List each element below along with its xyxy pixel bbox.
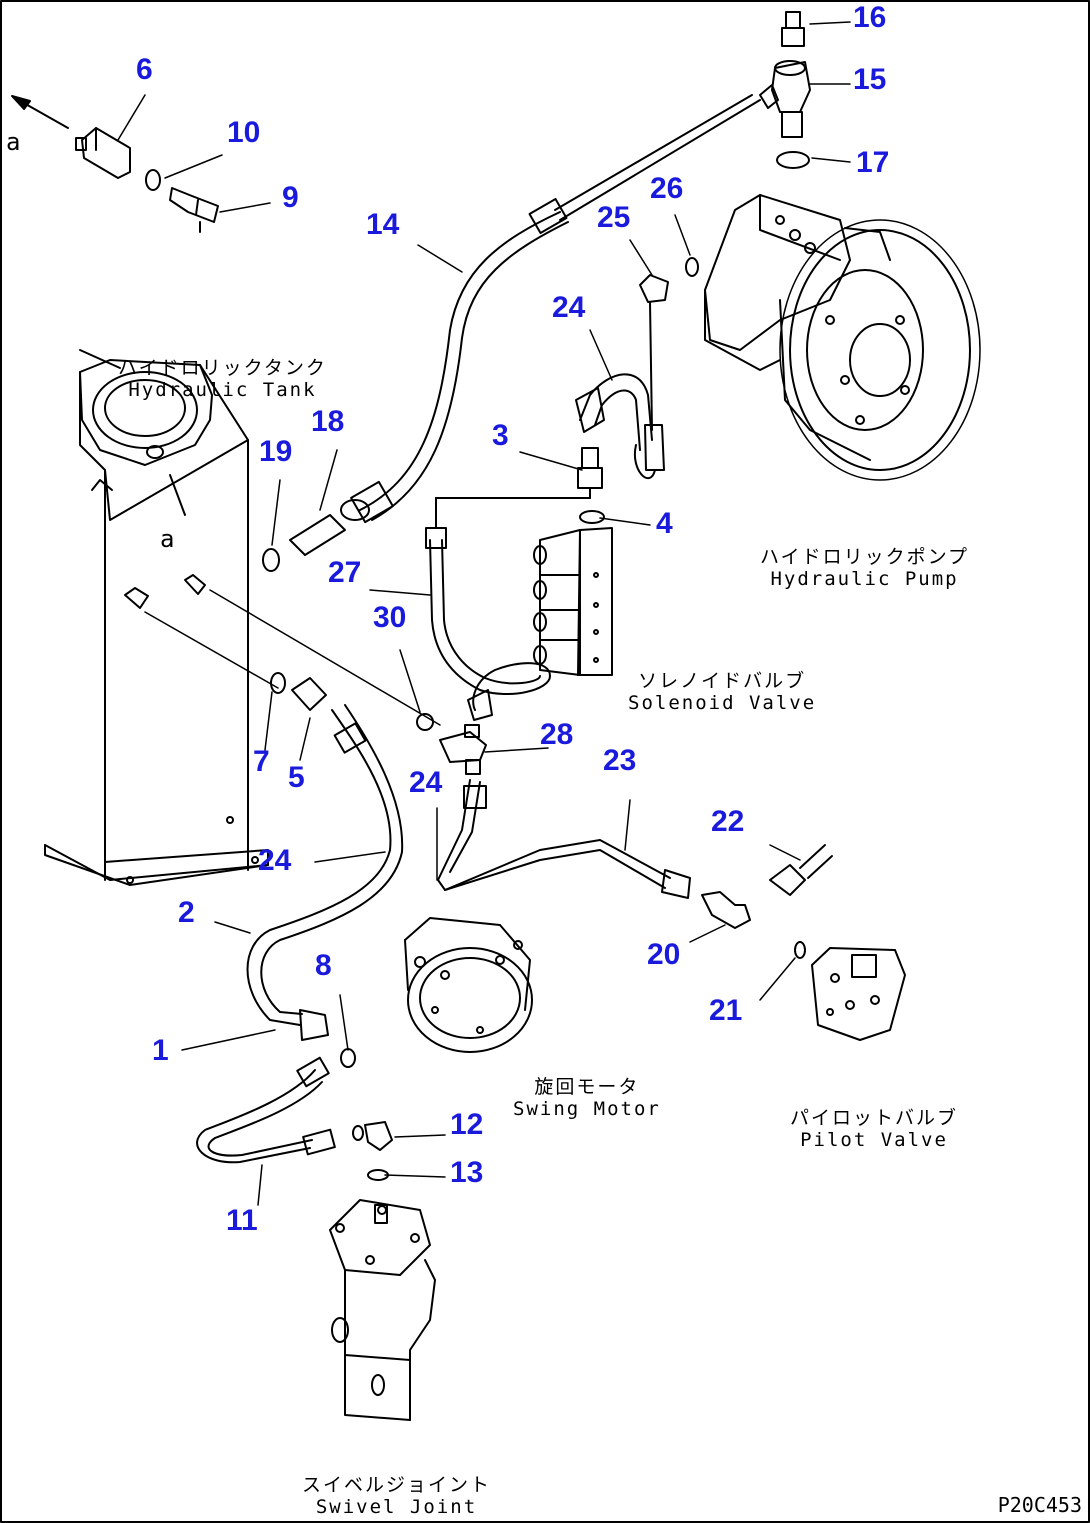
hose-2 xyxy=(246,704,404,1041)
callout-18: 18 xyxy=(311,405,345,438)
part-21-o-ring xyxy=(794,941,806,959)
callout-23: 23 xyxy=(603,744,637,777)
swivel-joint xyxy=(329,1199,436,1421)
callout-3: 3 xyxy=(492,419,509,452)
callout-4: 4 xyxy=(656,507,673,540)
drawing-code: P20C453 xyxy=(997,1493,1082,1517)
hose-23 xyxy=(437,779,691,899)
callout-8: 8 xyxy=(315,949,332,982)
hose-28 xyxy=(425,497,591,721)
callout-17: 17 xyxy=(856,146,890,179)
callout-16: 16 xyxy=(853,1,887,34)
part-7-o-ring xyxy=(270,672,286,694)
callout-7: 7 xyxy=(253,745,270,778)
part-6-pressure-switch xyxy=(75,127,131,179)
part-29-tee xyxy=(439,724,487,775)
callout-21: 21 xyxy=(709,994,743,1027)
hose-11 xyxy=(196,1056,336,1164)
callout-2: 2 xyxy=(178,896,195,929)
callout-24-left: 24 xyxy=(258,844,292,877)
part-19-o-ring xyxy=(262,548,280,572)
part-20-elbow xyxy=(701,891,751,929)
callout-24-right: 24 xyxy=(409,766,443,799)
callout-10: 10 xyxy=(227,116,261,149)
callout-6: 6 xyxy=(136,53,153,86)
callout-15: 15 xyxy=(853,63,887,96)
callout-26: 25 xyxy=(597,201,631,234)
solenoid-valve xyxy=(533,527,613,676)
view-mark-a-left: a xyxy=(6,128,21,156)
part-4-o-ring xyxy=(579,510,605,524)
callout-13: 13 xyxy=(450,1156,484,1189)
callout-12: 12 xyxy=(450,1108,484,1141)
callout-22: 22 xyxy=(711,805,745,838)
tank-fittings xyxy=(124,499,434,731)
part-27-o-ring xyxy=(685,257,699,277)
callout-30: 30 xyxy=(373,601,407,634)
part-26-fitting xyxy=(639,274,669,431)
callout-20: 20 xyxy=(647,938,681,971)
callout-27: 26 xyxy=(650,172,684,205)
hydraulic-pump xyxy=(704,194,981,481)
view-mark-a-tank: a xyxy=(160,525,175,553)
callout-11: 11 xyxy=(226,1204,258,1237)
part-9-fitting xyxy=(169,187,219,233)
part-16-plug xyxy=(781,11,805,47)
callout-5: 5 xyxy=(288,761,305,794)
callout-25: 24 xyxy=(552,291,586,324)
part-15-tee-fitting xyxy=(759,60,811,138)
view-arrow-icon xyxy=(11,95,69,129)
part-30-o-ring xyxy=(416,713,434,731)
pilot-valve xyxy=(794,941,906,1041)
callout-14: 14 xyxy=(366,208,400,241)
callout-28: 27 xyxy=(328,556,362,589)
part-17-o-ring xyxy=(776,151,810,169)
swing-motor xyxy=(404,917,533,1053)
hose-25 xyxy=(575,373,665,479)
callout-9: 9 xyxy=(282,181,299,214)
part-12-elbow xyxy=(352,1121,393,1151)
part-8-o-ring xyxy=(340,1048,356,1068)
part-13-o-ring xyxy=(367,1169,389,1181)
part-22-fitting xyxy=(769,844,833,896)
part-10-o-ring xyxy=(145,169,161,191)
part-18-fitting xyxy=(289,514,346,556)
callout-1: 1 xyxy=(152,1034,169,1067)
hydraulic-tank xyxy=(44,349,269,886)
callout-29: 28 xyxy=(540,718,574,751)
leader-lines xyxy=(117,21,851,1206)
callout-19: 19 xyxy=(259,435,293,468)
hose-14 xyxy=(350,94,761,524)
part-5-elbow xyxy=(291,677,327,711)
part-3-fitting xyxy=(577,447,603,499)
